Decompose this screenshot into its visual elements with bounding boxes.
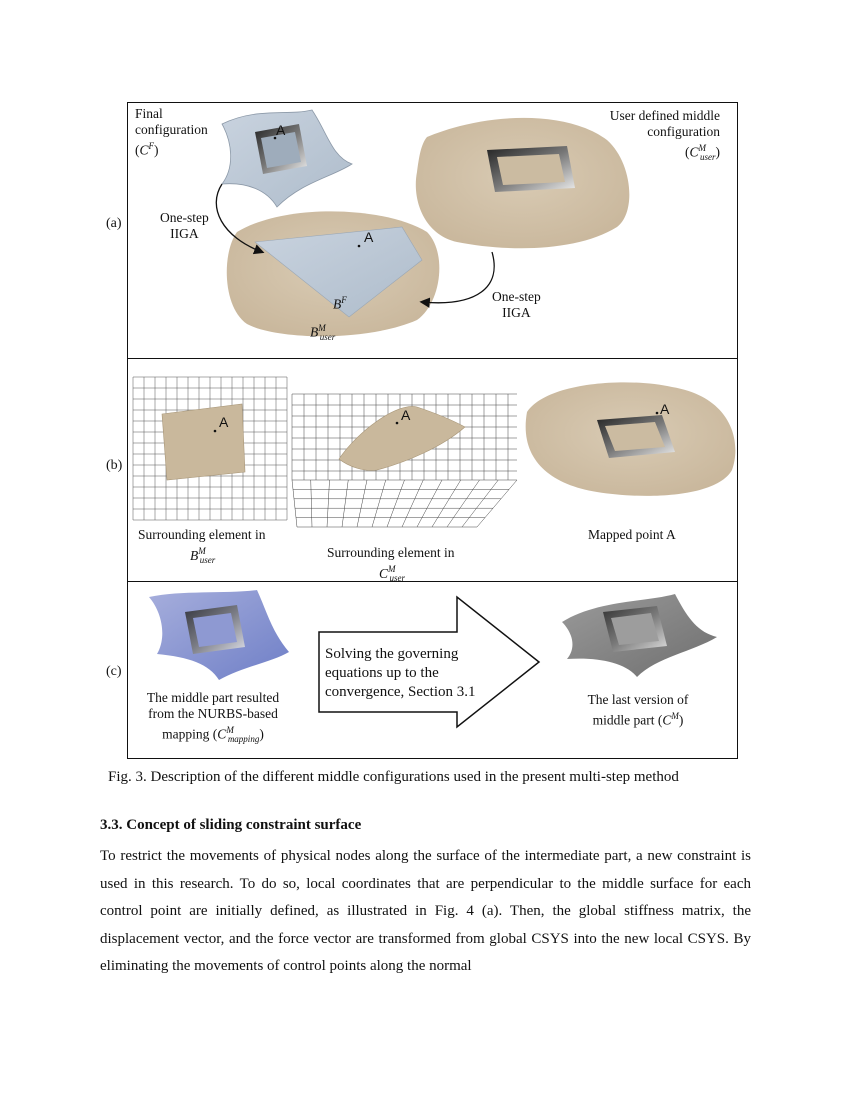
point-a-dot-final (273, 136, 277, 140)
bf-label: BF (333, 295, 347, 312)
surrounding-element-3d (338, 406, 466, 471)
surrounding-element-left (161, 403, 246, 481)
mapping-result-caption: The middle part resulted from the NURBS-… (146, 690, 280, 745)
point-a-dot-bf (357, 244, 361, 248)
user-middle-configuration-sheet (415, 117, 630, 249)
solving-arrow-text: Solving the governing equations up to th… (325, 646, 476, 700)
one-step-label-right: One-step IIGA (492, 289, 541, 320)
point-a-dot-3d (395, 421, 399, 425)
final-configuration-label: Final configuration (CF) (135, 106, 208, 158)
point-a-dot-mapped (655, 411, 659, 415)
section-body: To restrict the movements of physical no… (100, 848, 751, 975)
point-a-label-3d: A (401, 407, 411, 423)
b-user-m-sheet (226, 211, 440, 337)
mapping-result-sheet (149, 590, 289, 680)
grid-left (132, 376, 288, 521)
one-step-label-left: One-step IIGA (160, 210, 209, 241)
point-a-dot-left (213, 429, 217, 433)
grid-3d (291, 393, 518, 528)
figure-frame (127, 102, 738, 759)
panel-divider-bc (128, 581, 737, 582)
mapped-point-sheet (525, 382, 736, 496)
last-version-sheet (562, 594, 717, 677)
one-step-arrow-right (419, 251, 495, 308)
surrounding-element-3d-caption: Surrounding element in CMuser (327, 545, 455, 584)
panel-label-b: (b) (106, 458, 123, 473)
section-heading: 3.3. Concept of sliding constraint surfa… (100, 817, 362, 833)
figure-caption: Fig. 3. Description of the different mid… (108, 769, 679, 785)
point-a-label-bf: A (364, 229, 374, 245)
panel-label-c: (c) (106, 664, 122, 679)
figure-graphics (132, 109, 736, 729)
b-user-m-label: BMuser (310, 323, 336, 343)
one-step-arrow-left (215, 183, 265, 255)
final-configuration-sheet (221, 109, 353, 208)
point-a-label-final: A (276, 122, 286, 138)
mapped-point-caption: Mapped point A (588, 527, 676, 542)
solving-arrow (318, 595, 541, 729)
point-a-label-mapped: A (660, 401, 670, 417)
surrounding-element-left-caption: Surrounding element in BMuser (138, 527, 266, 566)
point-a-label-left: A (219, 414, 229, 430)
user-middle-configuration-label: User defined middle configuration (CMuse… (609, 108, 720, 163)
panel-label-a: (a) (106, 216, 122, 231)
panel-divider-ab (128, 358, 737, 359)
last-version-caption: The last version of middle part (CM) (587, 692, 689, 728)
